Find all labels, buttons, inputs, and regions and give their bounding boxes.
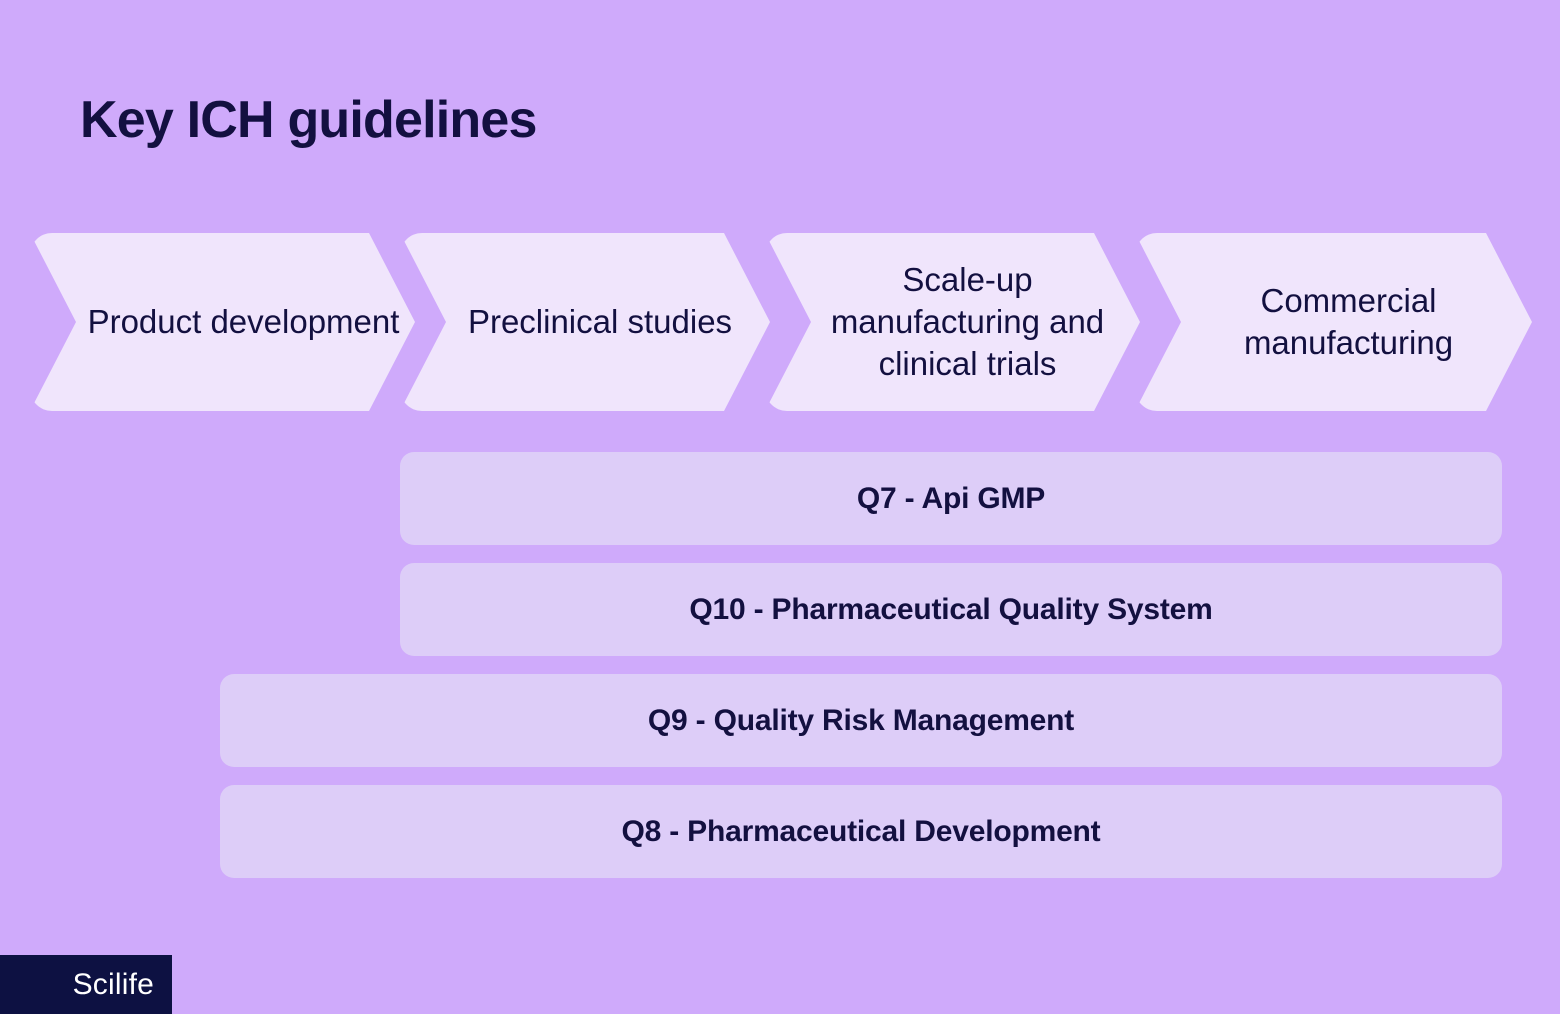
process-stage-label: Preclinical studies bbox=[467, 302, 733, 340]
guideline-bar-label: Q10 - Pharmaceutical Quality System bbox=[689, 592, 1213, 626]
brand-wordmark: Scilife bbox=[72, 967, 154, 1001]
process-stage-commercial-manufacturing: Commercial manufacturing bbox=[1135, 233, 1532, 411]
brand-logo: Scilife bbox=[0, 955, 172, 1014]
page-title: Key ICH guidelines bbox=[80, 91, 537, 149]
guideline-bar-label: Q7 - Api GMP bbox=[856, 481, 1046, 515]
guideline-bar-q8: Q8 - Pharmaceutical Development bbox=[220, 785, 1502, 878]
process-stage-label: Product development bbox=[87, 302, 400, 340]
process-stage-row: Product development Preclinical studies … bbox=[0, 233, 1560, 411]
process-stage-scale-up-manufacturing-and-clinical-trials: Scale-up manufacturing and clinical tria… bbox=[765, 233, 1140, 411]
process-stage-label: Scale-up manufacturing and clinical tria… bbox=[830, 260, 1105, 383]
process-stage-product-development: Product development bbox=[30, 233, 415, 411]
process-stage-preclinical-studies: Preclinical studies bbox=[400, 233, 770, 411]
guideline-bar-q9: Q9 - Quality Risk Management bbox=[220, 674, 1502, 767]
process-stage-label: Commercial manufacturing bbox=[1243, 281, 1454, 361]
guideline-bar-label: Q9 - Quality Risk Management bbox=[647, 703, 1075, 737]
guideline-bar-label: Q8 - Pharmaceutical Development bbox=[621, 814, 1101, 848]
guideline-bar-q7: Q7 - Api GMP bbox=[400, 452, 1502, 545]
guideline-bar-q10: Q10 - Pharmaceutical Quality System bbox=[400, 563, 1502, 656]
